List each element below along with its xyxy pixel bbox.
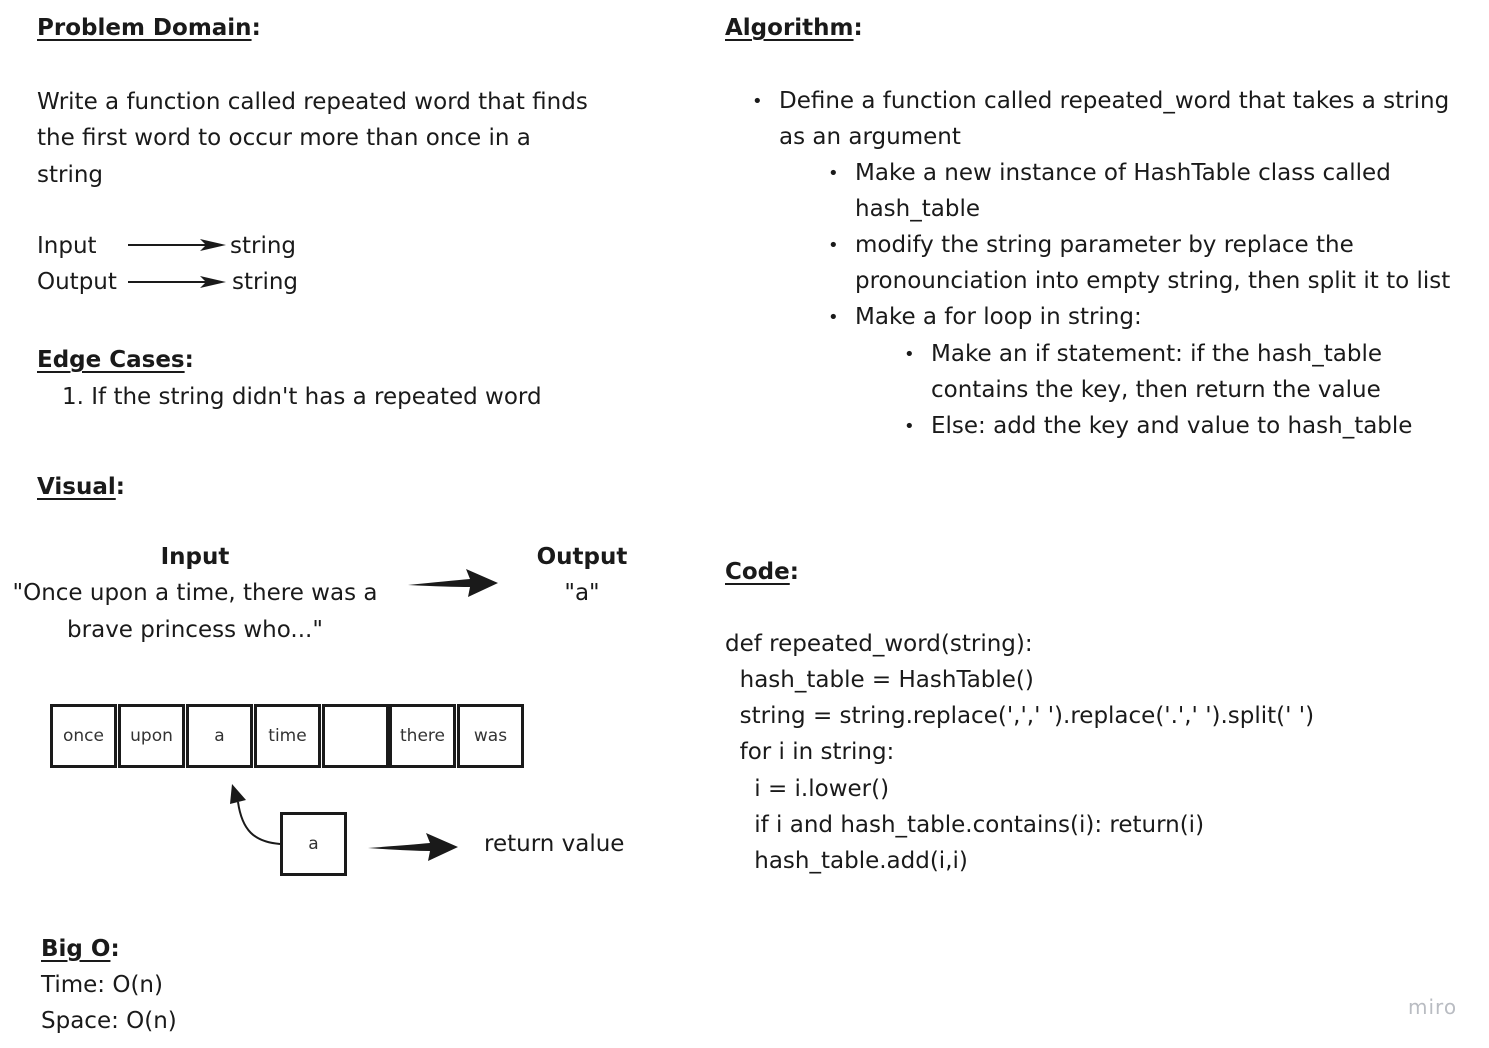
edge-case-item: 1. If the string didn't has a repeated w… <box>62 384 542 410</box>
big-o-time: Time: O(n) <box>41 972 163 998</box>
output-arrow <box>128 276 226 288</box>
algorithm-heading: Algorithm: <box>725 15 863 41</box>
algo-step-2a-line-2: hash_table <box>855 196 980 222</box>
visual-input-title: Input <box>160 544 230 570</box>
visual-input-line-2: brave princess who..." <box>67 617 323 643</box>
big-o-space: Space: O(n) <box>41 1008 177 1034</box>
algo-step-3a-line-2: contains the key, then return the value <box>931 377 1381 403</box>
algo-step-2c: Make a for loop in string: <box>855 304 1142 330</box>
algo-step-1-line-2: as an argument <box>779 124 961 150</box>
word-box: there <box>389 704 456 768</box>
code-line: i = i.lower() <box>725 776 890 802</box>
problem-line-1: Write a function called repeated word th… <box>37 89 588 115</box>
code-line: def repeated_word(string): <box>725 631 1033 657</box>
curved-arrow <box>230 784 281 845</box>
bullet-icon: • <box>828 307 839 328</box>
visual-heading: Visual: <box>37 474 125 500</box>
problem-domain-heading: Problem Domain: <box>37 15 261 41</box>
bullet-icon: • <box>752 91 763 112</box>
problem-line-2: the first word to occur more than once i… <box>37 125 531 151</box>
code-line: if i and hash_table.contains(i): return(… <box>725 812 1205 838</box>
word-box: time <box>254 704 321 768</box>
input-value: string <box>230 233 297 259</box>
output-value: string <box>232 269 299 295</box>
problem-line-3: string <box>37 162 104 188</box>
word-box: a <box>186 704 253 768</box>
word-box <box>322 704 389 768</box>
bullet-icon: • <box>828 235 839 256</box>
code-line: string = string.replace(',',' ').replace… <box>725 703 1315 729</box>
miro-watermark: miro <box>1408 995 1458 1019</box>
algo-step-2a-line-1: Make a new instance of HashTable class c… <box>855 160 1391 186</box>
algo-step-2b-line-1: modify the string parameter by replace t… <box>855 232 1354 258</box>
visual-main-arrow <box>408 569 498 597</box>
bullet-icon: • <box>904 344 915 365</box>
return-value-label: return value <box>484 831 625 857</box>
visual-output-title: Output <box>536 544 628 570</box>
bullet-icon: • <box>828 163 839 184</box>
word-box: upon <box>118 704 185 768</box>
input-arrow <box>128 239 226 251</box>
code-line: for i in string: <box>725 739 895 765</box>
visual-input-line-1: "Once upon a time, there was a <box>12 580 378 606</box>
result-box: a <box>280 812 347 876</box>
word-box: was <box>457 704 524 768</box>
return-arrow <box>368 833 458 861</box>
algo-step-1-line-1: Define a function called repeated_word t… <box>779 88 1450 114</box>
algo-step-3b: Else: add the key and value to hash_tabl… <box>931 413 1413 439</box>
algo-step-2b-line-2: pronounciation into empty string, then s… <box>855 268 1451 294</box>
word-box: once <box>50 704 117 768</box>
output-label: Output <box>37 269 117 295</box>
input-label: Input <box>37 233 97 259</box>
big-o-heading: Big O: <box>41 936 120 962</box>
code-line: hash_table = HashTable() <box>725 667 1034 693</box>
algo-step-3a-line-1: Make an if statement: if the hash_table <box>931 341 1382 367</box>
code-line: hash_table.add(i,i) <box>725 848 968 874</box>
bullet-icon: • <box>904 416 915 437</box>
edge-cases-heading: Edge Cases: <box>37 347 194 373</box>
visual-output-value: "a" <box>564 580 600 606</box>
code-heading: Code: <box>725 559 799 585</box>
